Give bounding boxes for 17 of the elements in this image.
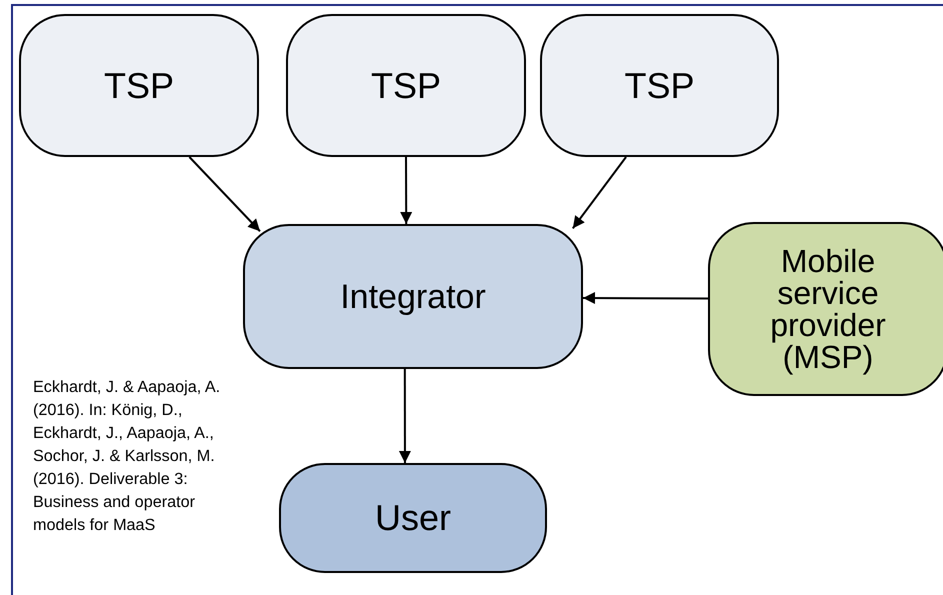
node-label: TSP bbox=[104, 68, 174, 104]
node-label: TSP bbox=[370, 68, 441, 104]
provider-box bbox=[708, 222, 943, 396]
provider-box bbox=[19, 14, 259, 157]
node-label: Integrator bbox=[340, 280, 486, 314]
arrow bbox=[583, 292, 708, 304]
arrow bbox=[572, 156, 627, 229]
node-label: TSP bbox=[624, 68, 694, 104]
citation-note: Eckhardt, J. & Aapaoja, A. (2016). In: König, D., Eckhardt, J., Aapaoja, A., Sochor, J. & Karlsson, M. (2016). Deliverable 3: Business and operator models for MaaS bbox=[33, 377, 222, 536]
node-label: Mobile service provider (MSP) bbox=[769, 245, 887, 373]
arrow bbox=[400, 157, 412, 224]
arrow bbox=[188, 156, 261, 232]
node-label: User bbox=[374, 500, 451, 536]
provider-box bbox=[540, 14, 779, 157]
arrow bbox=[398, 369, 411, 463]
integrator-box bbox=[243, 224, 583, 369]
provider-box bbox=[286, 14, 526, 157]
